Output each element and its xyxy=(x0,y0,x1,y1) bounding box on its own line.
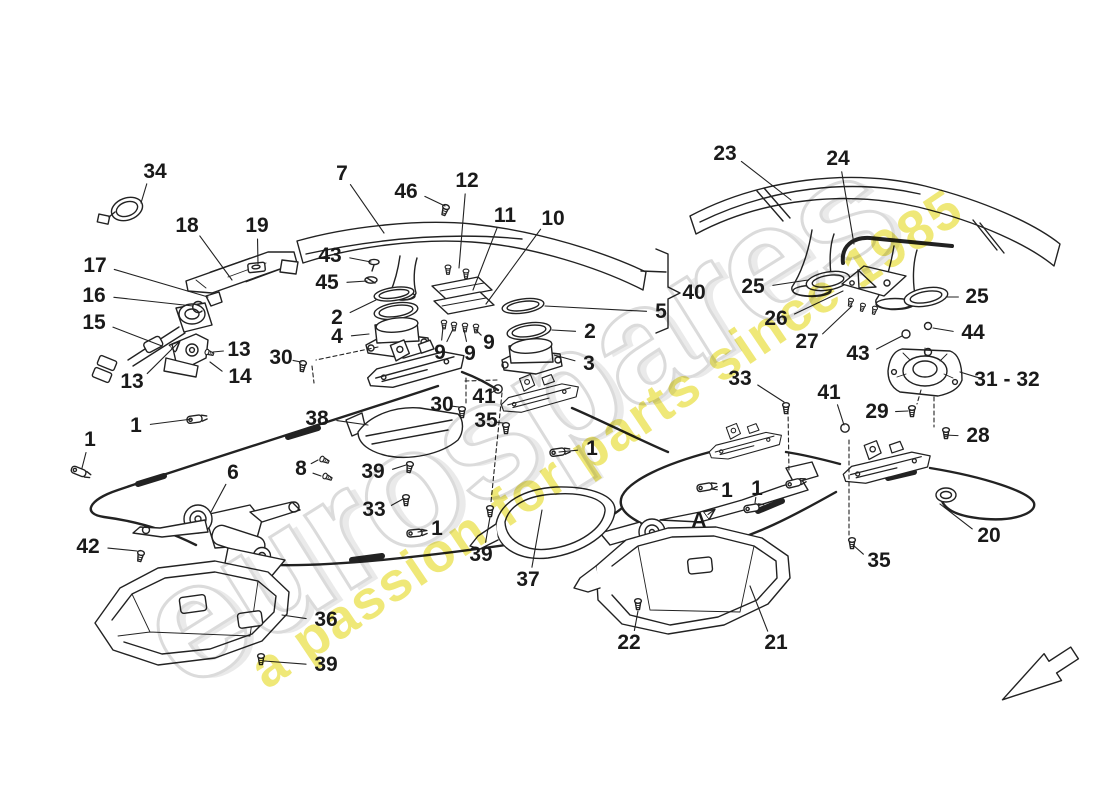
part-label-1: 1 xyxy=(751,477,763,500)
part-label-6: 6 xyxy=(227,461,239,484)
part-label-34: 34 xyxy=(143,160,167,183)
part-label-33: 33 xyxy=(362,498,386,521)
part-label-35: 35 xyxy=(474,409,498,432)
part-label-7: 7 xyxy=(336,162,348,185)
part-label-11: 11 xyxy=(493,204,517,227)
part-label-42: 42 xyxy=(76,535,100,558)
part-label-15: 15 xyxy=(82,311,106,334)
part-label-39: 39 xyxy=(469,543,493,566)
part-label-39: 39 xyxy=(361,460,385,483)
part-label-37: 37 xyxy=(516,568,540,591)
part-label-2: 2 xyxy=(331,306,343,329)
part-label-9: 9 xyxy=(483,331,495,354)
part-label-16: 16 xyxy=(82,284,106,307)
part-label-41: 41 xyxy=(472,385,496,408)
part-label-39: 39 xyxy=(314,653,338,676)
part-label-8: 8 xyxy=(295,457,307,480)
part-label-30: 30 xyxy=(430,393,454,416)
part-label-13: 13 xyxy=(227,338,251,361)
part-label-30: 30 xyxy=(269,346,293,369)
part-label-35: 35 xyxy=(867,549,891,572)
part-label-1: 1 xyxy=(431,517,443,540)
part-label-45: 45 xyxy=(315,271,339,294)
part-label-27: 27 xyxy=(795,330,819,353)
part-label-19: 19 xyxy=(245,214,269,237)
part-label-14: 14 xyxy=(228,365,252,388)
part-label-46: 46 xyxy=(394,180,418,203)
part-label-2: 2 xyxy=(584,320,596,343)
part-label-A: A xyxy=(691,509,707,532)
part-label-25: 25 xyxy=(965,285,989,308)
part-label-4: 4 xyxy=(331,325,343,348)
part-label-1: 1 xyxy=(130,414,142,437)
part-label-17: 17 xyxy=(83,254,107,277)
part-label-9: 9 xyxy=(464,342,476,365)
part-label-20: 20 xyxy=(977,524,1001,547)
part-label-10: 10 xyxy=(541,207,565,230)
part-label-28: 28 xyxy=(966,424,990,447)
part-label-36: 36 xyxy=(314,608,338,631)
part-label-43: 43 xyxy=(846,342,870,365)
part-label-3: 3 xyxy=(583,352,595,375)
part-label-33: 33 xyxy=(728,367,752,390)
part-label-43: 43 xyxy=(318,244,342,267)
part-label-44: 44 xyxy=(961,321,985,344)
part-label-1: 1 xyxy=(721,479,733,502)
part-label-24: 24 xyxy=(826,147,850,170)
part-label-18: 18 xyxy=(175,214,199,237)
part-label-9: 9 xyxy=(434,341,446,364)
part-label-25: 25 xyxy=(741,275,765,298)
part-label-21: 21 xyxy=(764,631,788,654)
part-label-22: 22 xyxy=(617,631,641,654)
part-label-12: 12 xyxy=(455,169,479,192)
leader-lines xyxy=(81,160,980,665)
part-label-31-32: 31 - 32 xyxy=(974,368,1040,391)
nav-arrow-icon xyxy=(1001,646,1080,701)
part-label-23: 23 xyxy=(713,142,737,165)
part-label-29: 29 xyxy=(865,400,889,423)
part-label-1: 1 xyxy=(84,428,96,451)
part-label-40: 40 xyxy=(682,281,706,304)
part-label-1: 1 xyxy=(586,437,598,460)
part-label-26: 26 xyxy=(764,307,788,330)
part-label-5: 5 xyxy=(655,300,667,323)
part-label-41: 41 xyxy=(817,381,841,404)
part-label-38: 38 xyxy=(305,407,329,430)
part-label-13: 13 xyxy=(120,370,144,393)
